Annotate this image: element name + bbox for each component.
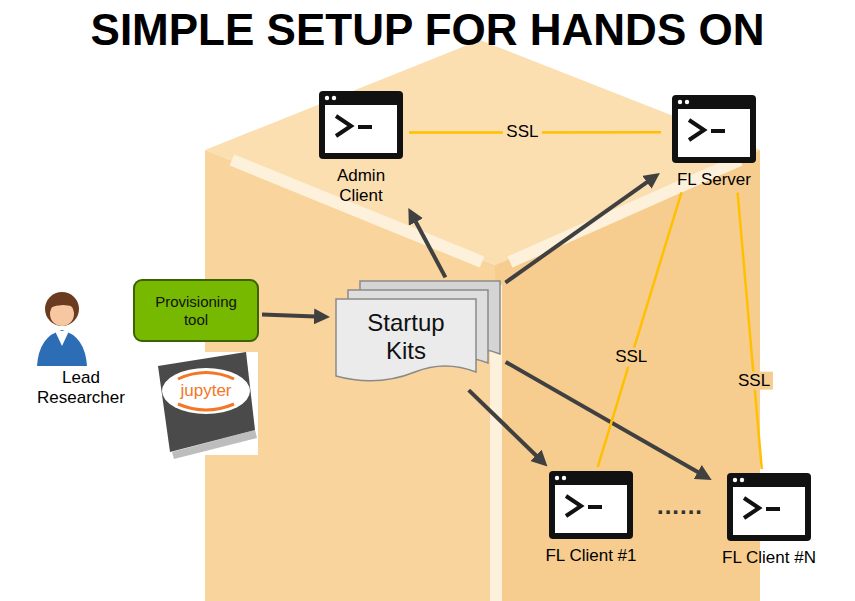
person-hair [45, 292, 79, 326]
terminal-node: Admin Client [316, 90, 406, 205]
logo-arc [178, 373, 234, 380]
distribution-arrow [469, 390, 542, 461]
document-stack: Startup Kits [335, 280, 503, 388]
distribution-arrow [506, 362, 705, 476]
ssl-link [738, 193, 762, 469]
edge-label: SSL [503, 123, 541, 142]
person-icon [37, 292, 87, 366]
title: SIMPLE SETUP FOR HANDS ON [0, 6, 855, 54]
book-cover [158, 352, 255, 452]
logo-text: jupyter [166, 381, 246, 401]
ssl-link [598, 192, 682, 467]
distribution-arrow [412, 215, 445, 277]
node-label: FL Server [664, 170, 764, 190]
logo-oval [162, 368, 250, 414]
jupyter-logo [147, 352, 258, 459]
node-label: FL Client #N [716, 548, 822, 568]
ellipsis: ...... [646, 494, 714, 518]
node-label: Startup Kits [349, 309, 463, 364]
node-label: Admin Client [316, 166, 406, 205]
distribution-arrow [262, 314, 322, 316]
terminal-icon [318, 90, 404, 160]
terminal-icon [548, 470, 634, 540]
node-label: Provisioning tool [143, 293, 249, 329]
cube-backdrop [205, 40, 760, 601]
cube-right-face [495, 150, 760, 601]
person-fringe [49, 301, 76, 308]
cube-edge-gaps [232, 160, 740, 601]
edge-label: SSL [735, 371, 773, 390]
terminal-icon [671, 94, 757, 164]
terminal-icon [726, 472, 812, 542]
person-label: Lead Researcher [26, 368, 136, 407]
person-body [37, 330, 87, 366]
logo-arc [178, 404, 234, 410]
edge-label: SSL [612, 348, 650, 367]
terminal-node: FL Client #N [716, 472, 822, 568]
distribution-arrow [505, 178, 653, 283]
node-label: FL Client #1 [539, 546, 643, 566]
document-body: Startup Kits [335, 298, 477, 376]
terminal-node: FL Client #1 [539, 470, 643, 566]
terminal-node: FL Server [664, 94, 764, 190]
person-collar [55, 331, 69, 346]
process-box: Provisioning tool [133, 279, 259, 342]
